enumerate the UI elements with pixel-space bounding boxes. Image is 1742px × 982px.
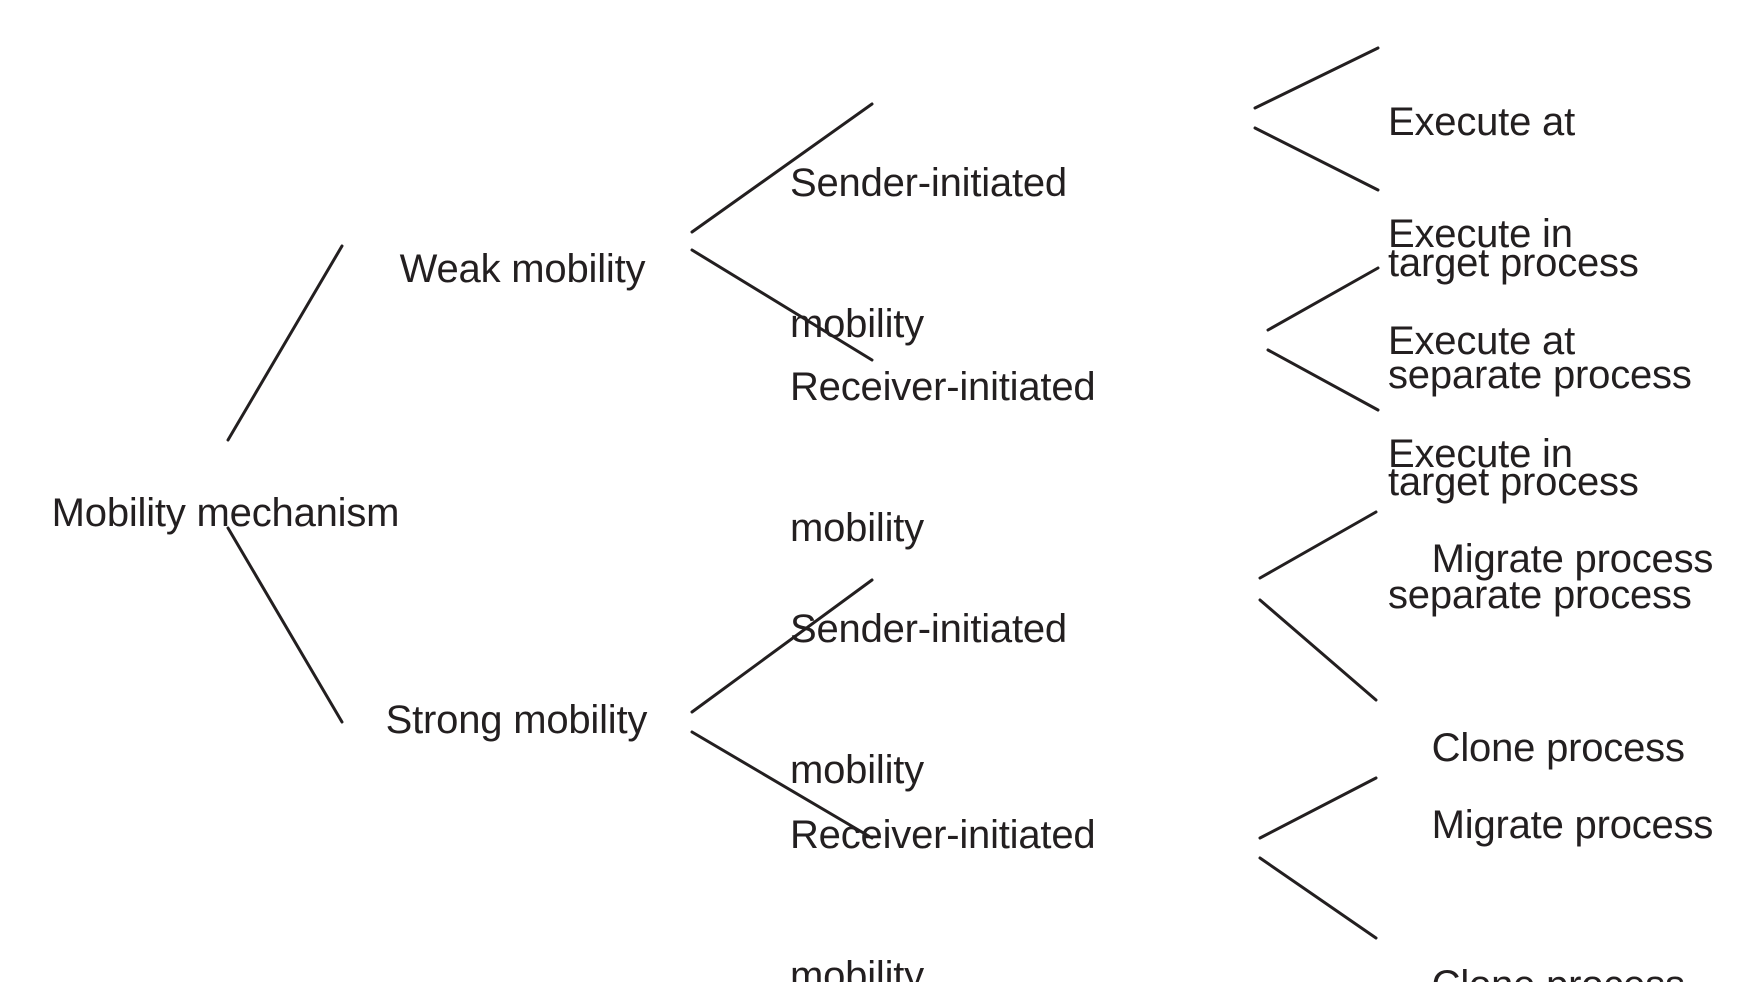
- node-strong-sender-initiated-mobility[interactable]: Sender-initiated mobility: [790, 512, 1067, 888]
- edge-strong-receiver-to-leaf8: [1258, 856, 1378, 940]
- node-strong-sender-initiated-line2: mobility: [790, 748, 924, 792]
- node-root-label: Mobility mechanism: [51, 491, 400, 535]
- node-leaf6-label: Clone process: [1431, 726, 1685, 770]
- node-weak-mobility[interactable]: Weak mobility: [356, 199, 646, 340]
- node-leaf1-line1: Execute at: [1388, 100, 1576, 144]
- node-leaf2-line1: Execute in: [1388, 212, 1573, 256]
- edge-weak-receiver-to-leaf4: [1266, 348, 1380, 412]
- node-strong-mobility-label: Strong mobility: [385, 698, 648, 742]
- node-leaf-execute-in-separate-process-1[interactable]: Execute in separate process: [1388, 117, 1692, 493]
- node-weak-sender-initiated-line1: Sender-initiated: [790, 161, 1067, 205]
- node-leaf-migrate-process-2[interactable]: Migrate process: [1388, 755, 1714, 896]
- node-leaf2-line2: separate process: [1388, 353, 1692, 397]
- node-leaf3-line1: Execute at: [1388, 319, 1576, 363]
- node-leaf7-label: Migrate process: [1431, 803, 1714, 847]
- node-leaf-execute-at-target-process-2[interactable]: Execute at target process: [1388, 224, 1639, 600]
- node-weak-sender-initiated-line2: mobility: [790, 302, 924, 346]
- node-strong-receiver-initiated-mobility[interactable]: Receiver-initiated mobility: [790, 718, 1096, 982]
- node-leaf5-label: Migrate process: [1431, 537, 1714, 581]
- edge-strong-sender-to-leaf5: [1258, 510, 1378, 580]
- node-leaf1-line2: target process: [1388, 241, 1639, 285]
- node-weak-mobility-label: Weak mobility: [399, 247, 646, 291]
- node-leaf8-label: Clone process: [1432, 963, 1685, 982]
- edge-root-to-weak: [226, 244, 344, 442]
- edge-weak-sender-to-leaf2: [1253, 126, 1380, 192]
- node-weak-sender-initiated-mobility[interactable]: Sender-initiated mobility: [790, 66, 1067, 442]
- node-root[interactable]: Mobility mechanism: [8, 443, 400, 584]
- node-strong-sender-initiated-line1: Sender-initiated: [790, 607, 1067, 651]
- node-leaf-migrate-process-1[interactable]: Migrate process: [1388, 489, 1714, 630]
- node-strong-receiver-initiated-line2: mobility: [790, 954, 924, 982]
- node-leaf-execute-in-separate-process-2[interactable]: Execute in separate process: [1388, 337, 1692, 713]
- node-leaf4-line2: separate process: [1388, 573, 1692, 617]
- node-weak-receiver-initiated-mobility[interactable]: Receiver-initiated mobility: [790, 270, 1096, 646]
- node-leaf-clone-process-1[interactable]: Clone process: [1388, 678, 1685, 819]
- node-weak-receiver-initiated-line1: Receiver-initiated: [790, 365, 1096, 409]
- node-strong-mobility[interactable]: Strong mobility: [342, 650, 648, 791]
- edge-weak-receiver-to-leaf3: [1266, 266, 1380, 332]
- node-leaf4-line1: Execute in: [1388, 432, 1573, 476]
- node-leaf-execute-at-target-process-1[interactable]: Execute at target process: [1388, 5, 1639, 381]
- node-leaf3-line2: target process: [1388, 460, 1639, 504]
- node-weak-receiver-initiated-line2: mobility: [790, 506, 924, 550]
- node-strong-receiver-initiated-line1: Receiver-initiated: [790, 813, 1096, 857]
- edge-strong-receiver-to-leaf7: [1258, 776, 1378, 840]
- edge-strong-sender-to-leaf6: [1258, 598, 1378, 702]
- edge-weak-sender-to-leaf1: [1253, 46, 1380, 110]
- node-leaf-clone-process-2[interactable]: Clone process: [1388, 915, 1685, 982]
